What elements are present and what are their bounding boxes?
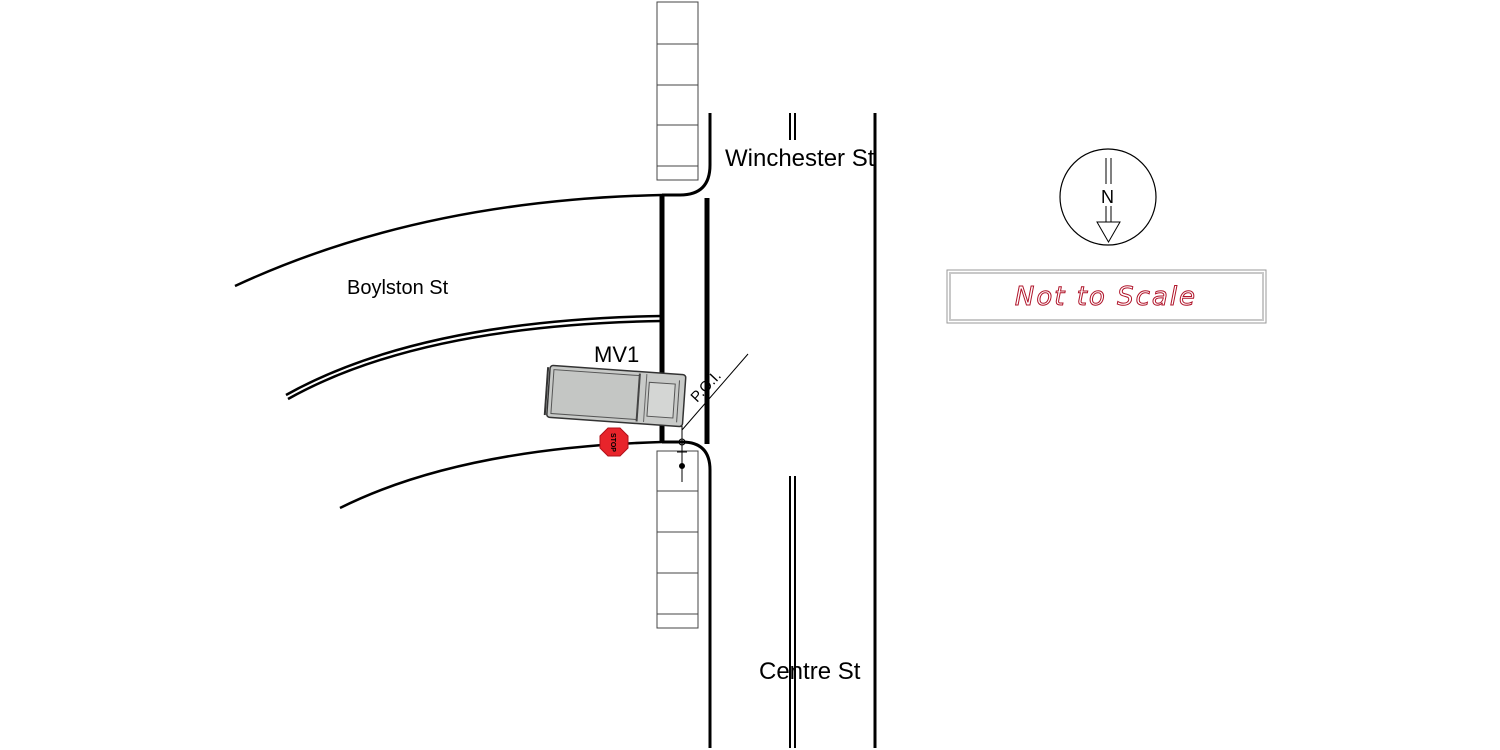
scale-note-box — [946, 269, 1267, 324]
vehicle-label: MV1 — [594, 342, 639, 367]
north-arrow-circle — [1059, 148, 1157, 246]
scale-note-text: Not to Scale — [1015, 282, 1197, 312]
vehicle-bed — [550, 369, 641, 421]
boylston-center-line-b — [287, 319, 663, 401]
centre-winchester-road — [659, 113, 877, 748]
north-arrow-label: N — [1101, 187, 1114, 207]
sidewalk-south — [656, 450, 699, 629]
boylston-center-line-a — [285, 314, 663, 397]
north-arrow: N — [1059, 148, 1157, 246]
stop-sign-label: STOP — [609, 433, 616, 452]
boylston-north-edge — [234, 193, 663, 288]
sidewalk-north — [656, 1, 699, 181]
north-arrow-head — [1096, 221, 1121, 244]
centre-st-label: Centre St — [759, 658, 861, 685]
winchester-st-label: Winchester St — [725, 145, 875, 172]
vehicle-cab — [646, 381, 676, 419]
stop-sign: STOP — [599, 427, 629, 457]
poi-marker: P.O.I. — [681, 353, 749, 431]
west-curb-south — [662, 440, 712, 748]
scale-note: Not to Scale — [946, 269, 1267, 324]
west-curb-north — [662, 113, 712, 197]
poi-leader-line — [681, 353, 749, 431]
vehicle-mv1 — [543, 364, 687, 428]
impact-marker — [674, 426, 690, 482]
stop-sign-octagon — [599, 427, 629, 457]
boylston-st-label: Boylston St — [347, 277, 449, 299]
